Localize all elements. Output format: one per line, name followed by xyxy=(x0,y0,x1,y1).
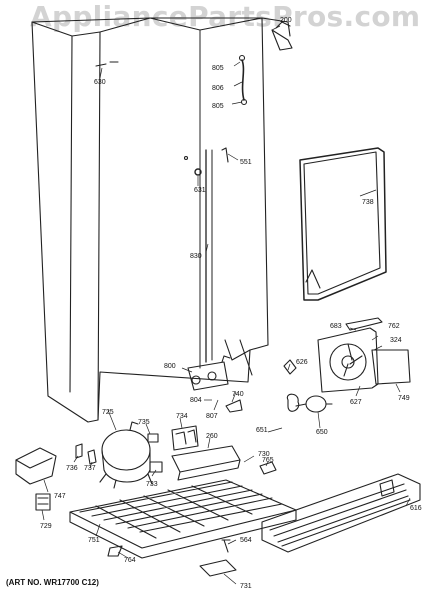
part-label-762: 762 xyxy=(388,323,400,330)
part-label-651: 651 xyxy=(256,427,268,434)
part-label-806: 806 xyxy=(212,85,224,92)
leader-lines xyxy=(41,25,411,585)
part-label-737: 737 xyxy=(84,465,96,472)
part-label-626: 626 xyxy=(296,359,308,366)
part-label-260: 260 xyxy=(206,433,218,440)
part-label-734: 734 xyxy=(176,413,188,420)
compressor-725 xyxy=(99,421,153,489)
watermark: AppliancePartsPros.com xyxy=(30,0,421,33)
part-label-800: 800 xyxy=(164,363,176,370)
part-label-736: 736 xyxy=(66,465,78,472)
part-label-650: 650 xyxy=(316,429,328,436)
part-label-564: 564 xyxy=(240,537,252,544)
cover-grille-616 xyxy=(261,473,421,553)
cabinet-outline xyxy=(31,17,291,423)
part-label-735: 735 xyxy=(138,419,150,426)
condenser-coil-751 xyxy=(69,479,297,559)
part-label-765: 765 xyxy=(262,457,274,464)
part-label-731: 731 xyxy=(240,583,252,590)
part-label-764: 764 xyxy=(124,557,136,564)
part-label-200: 200 xyxy=(280,17,292,24)
art-number: (ART NO. WR17700 C12) xyxy=(6,578,99,587)
part-label-630: 630 xyxy=(94,79,106,86)
part-label-830: 830 xyxy=(190,253,202,260)
part-729 xyxy=(35,493,51,511)
part-label-683: 683 xyxy=(330,323,342,330)
door-gasket-738 xyxy=(299,147,387,301)
drain-pan-260 xyxy=(171,445,241,481)
part-label-738: 738 xyxy=(362,199,374,206)
top-hinge xyxy=(271,21,293,51)
part-label-730: 730 xyxy=(258,451,270,458)
part-label-551: 551 xyxy=(240,159,252,166)
part-label-747: 747 xyxy=(54,493,66,500)
part-label-805: 805 xyxy=(212,65,224,72)
part-label-616: 616 xyxy=(410,505,422,512)
part-label-729: 729 xyxy=(40,523,52,530)
bracket-747 xyxy=(15,447,57,485)
part-label-725: 725 xyxy=(102,409,114,416)
part-label-324: 324 xyxy=(390,337,402,344)
part-label-749: 749 xyxy=(398,395,410,402)
water-valve-800 xyxy=(187,355,231,391)
part-label-740: 740 xyxy=(232,391,244,398)
tube-806 xyxy=(238,54,248,106)
part-label-807: 807 xyxy=(206,413,218,420)
part-label-631: 631 xyxy=(194,187,206,194)
fan-assembly-627 xyxy=(317,317,411,393)
part-label-733: 733 xyxy=(146,481,158,488)
part-label-805: 805 xyxy=(212,103,224,110)
part-label-751: 751 xyxy=(88,537,100,544)
fan-motor-650 xyxy=(286,393,333,413)
part-label-804: 804 xyxy=(190,397,202,404)
part-label-627: 627 xyxy=(350,399,362,406)
